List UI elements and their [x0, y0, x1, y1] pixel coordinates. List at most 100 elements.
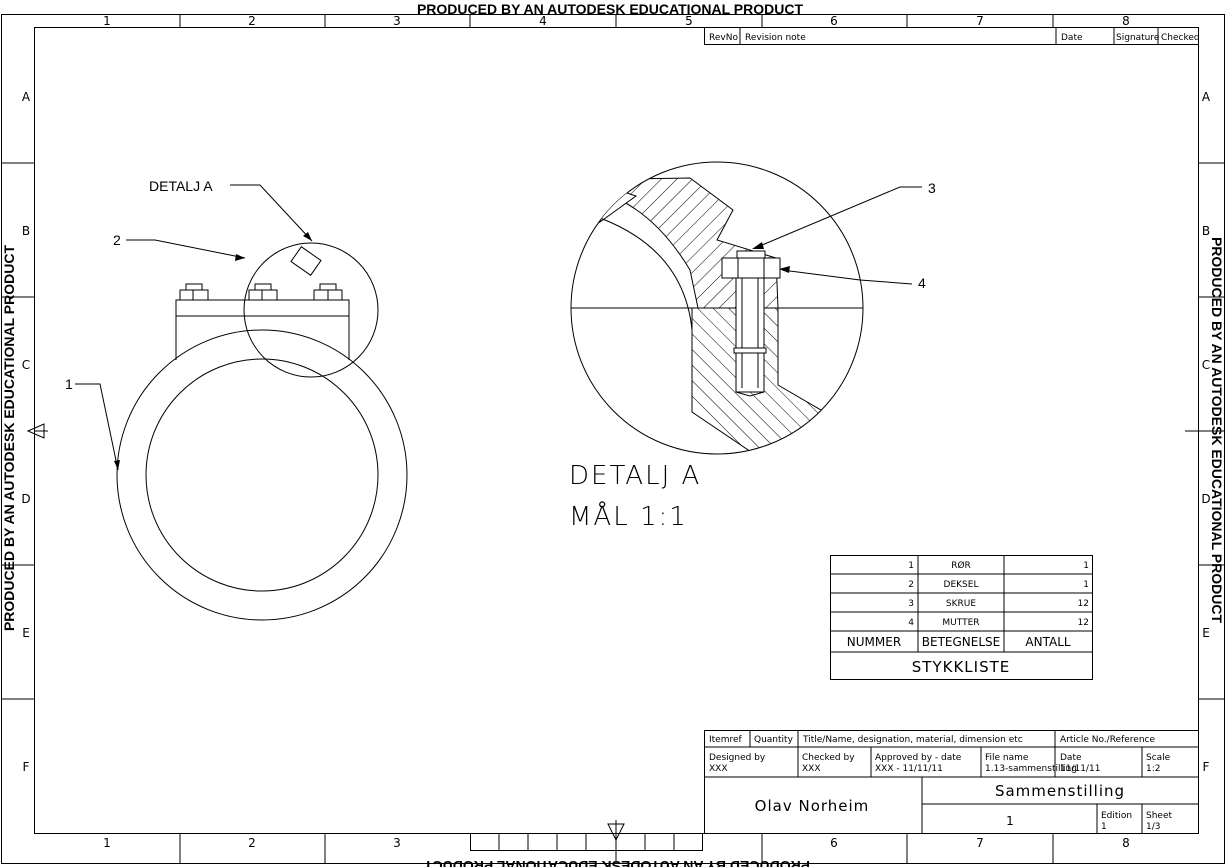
tb-designed-by-label: Designed by [709, 753, 766, 763]
zone-col-top-2: 2 [248, 14, 256, 28]
tb-designed-by: XXX [709, 764, 728, 774]
rev-header-checked: Checked [1161, 33, 1200, 43]
zone-row-left-b: B [22, 224, 30, 238]
zone-col-bottom-3: 3 [393, 836, 401, 850]
parts-row-1-nr: 1 [908, 561, 914, 571]
rev-header-revno: RevNo [709, 33, 738, 43]
pipe-front-view [116, 242, 408, 621]
watermark-left: PRODUCED BY AN AUTODESK EDUCATIONAL PROD… [1, 245, 17, 632]
tb-header-article: Article No./Reference [1060, 735, 1155, 745]
parts-row-4-name: MUTTER [942, 618, 979, 628]
detail-nut [721, 250, 781, 279]
rev-header-note: Revision note [745, 33, 806, 43]
callout-item-3: 3 [928, 180, 936, 196]
revision-block: RevNo Revision note Date Signature Check… [704, 27, 1200, 45]
bottom-scale-ruler [470, 833, 703, 851]
bolt-heads [179, 283, 343, 301]
tb-approved: XXX - 11/11/11 [875, 764, 943, 774]
zone-row-left-c: C [22, 358, 30, 372]
tb-header-itemref: Itemref [709, 735, 743, 745]
tb-checked-by: XXX [802, 764, 821, 774]
tb-drawing-number: 1 [1006, 814, 1014, 828]
parts-row-2-nr: 2 [908, 580, 914, 590]
tb-scale-label: Scale [1146, 753, 1171, 763]
pipe-inner-circle [145, 358, 379, 592]
zone-row-right-d: D [1201, 492, 1210, 506]
parts-row-2-name: DEKSEL [944, 580, 979, 590]
detail-a-circle [243, 242, 379, 378]
tb-sheet-label: Sheet [1146, 811, 1172, 821]
detail-view-a: 3 4 [570, 161, 936, 455]
parts-list-title: STYKKLISTE [912, 658, 1010, 676]
pipe-wall-section-hatched [691, 307, 839, 454]
parts-row-1-name: RØR [951, 560, 971, 571]
zone-row-left-a: A [22, 90, 31, 104]
zone-row-left-e: E [22, 626, 30, 640]
sheet-border [1, 14, 1225, 864]
detail-a-tab [290, 246, 322, 276]
tb-approved-label: Approved by - date [875, 753, 962, 763]
zone-col-top-7: 7 [976, 14, 984, 28]
watermark-bottom: PRODUCED BY AN AUTODESK EDUCATIONAL PROD… [424, 858, 811, 867]
watermark-right: PRODUCED BY AN AUTODESK EDUCATIONAL PROD… [1209, 237, 1225, 624]
callout-leaders [75, 184, 313, 471]
zone-col-top-8: 8 [1122, 14, 1130, 28]
watermark-top: PRODUCED BY AN AUTODESK EDUCATIONAL PROD… [417, 1, 804, 17]
parts-row-3-nr: 3 [908, 599, 914, 609]
parts-header-betegnelse: BETEGNELSE [922, 635, 1000, 649]
zone-col-bottom-2: 2 [248, 836, 256, 850]
zone-col-top-4: 4 [539, 14, 547, 28]
tb-date-label: Date [1060, 753, 1082, 763]
zone-col-bottom-6: 6 [830, 836, 838, 850]
zone-row-left-d: D [21, 492, 30, 506]
zone-row-left-f: F [23, 760, 30, 774]
tb-file-label: File name [985, 753, 1029, 763]
zone-col-top-1: 1 [103, 14, 111, 28]
rev-header-signature: Signature [1116, 33, 1160, 43]
rev-header-date: Date [1061, 33, 1083, 43]
title-block: Itemref Quantity Title/Name, designation… [704, 730, 1199, 834]
parts-row-1-qty: 1 [1083, 561, 1089, 571]
tb-author: Olav Norheim [755, 797, 870, 815]
parts-header-nummer: NUMMER [847, 635, 901, 649]
tb-drawing-title: Sammenstilling [995, 782, 1125, 800]
zone-row-right-f: F [1203, 760, 1210, 774]
zone-col-top-5: 5 [685, 14, 693, 28]
tb-header-quantity: Quantity [754, 735, 794, 745]
detail-view-title: DETALJ A [569, 461, 701, 491]
parts-row-4-qty: 12 [1078, 618, 1089, 628]
tb-header-title-desc: Title/Name, designation, material, dimen… [802, 735, 1023, 745]
tb-edition-label: Edition [1101, 811, 1132, 821]
callout-item-2: 2 [113, 232, 121, 248]
parts-list: 1 2 3 4 1 1 12 12 RØR DEKSEL SKRUE MUTTE… [830, 555, 1093, 680]
detail-bolt [733, 259, 767, 397]
zone-row-right-a: A [1202, 90, 1211, 104]
detail-view-scale: MÅL 1:1 [569, 499, 688, 532]
callout-arrowheads [114, 232, 312, 470]
parts-header-antall: ANTALL [1025, 635, 1070, 649]
inner-bore-arc [599, 217, 693, 412]
zone-col-top-6: 6 [830, 14, 838, 28]
tb-checked-by-label: Checked by [802, 753, 855, 763]
callout-item-1: 1 [65, 376, 73, 392]
callout-detalj-a: DETALJ A [149, 178, 213, 194]
tb-sheet: 1/3 [1146, 822, 1160, 832]
zone-col-bottom-8: 8 [1122, 836, 1130, 850]
zone-row-right-c: C [1202, 358, 1210, 372]
parts-row-3-qty: 12 [1078, 599, 1089, 609]
parts-row-3-name: SKRUE [946, 599, 976, 609]
zone-row-right-e: E [1202, 626, 1210, 640]
tb-file: 1.13-sammenstilling [985, 764, 1077, 774]
callout-item-4: 4 [918, 275, 926, 291]
tb-date: 11/11/11 [1060, 764, 1100, 774]
centering-marks [26, 423, 625, 842]
tb-edition: 1 [1101, 822, 1107, 832]
zone-col-top-3: 3 [393, 14, 401, 28]
zone-ticks [1, 14, 1225, 863]
tb-scale: 1:2 [1146, 764, 1160, 774]
zone-col-bottom-1: 1 [103, 836, 111, 850]
parts-row-2-qty: 1 [1083, 580, 1089, 590]
zone-row-right-b: B [1202, 224, 1210, 238]
pipe-outer-circle [116, 329, 408, 621]
